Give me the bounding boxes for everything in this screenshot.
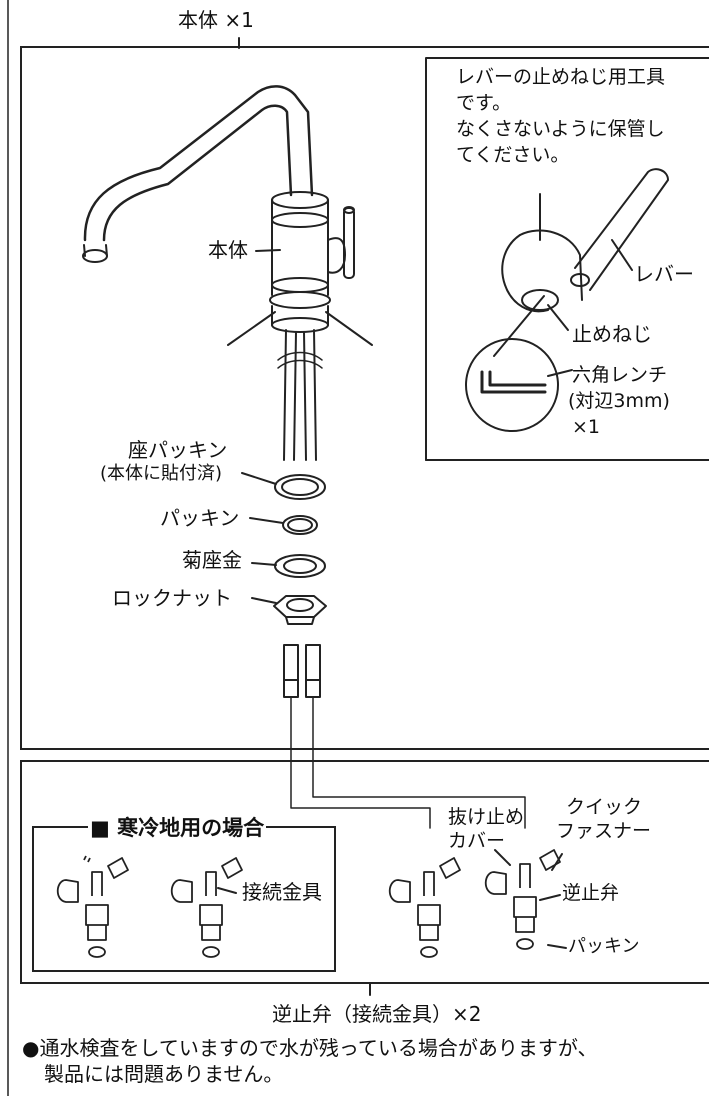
inset-wrench-1: 六角レンチ xyxy=(572,364,668,386)
label-seat-packing: 座パッキン xyxy=(128,438,228,462)
valve-check-valve: 逆止弁 xyxy=(562,882,620,904)
note-line-2: 製品には問題ありません。 xyxy=(44,1062,284,1086)
inset-wrench-3: ×1 xyxy=(572,416,601,438)
valve-fastener-1: クイック xyxy=(566,796,643,818)
inset-lever: レバー xyxy=(634,262,694,286)
inset-wrench-2: (対辺3mm) xyxy=(568,390,670,412)
bottom-label: 逆止弁（接続金具）×2 xyxy=(272,1002,482,1026)
note-line-1: ●通水検査をしていますので水が残っている場合がありますが、 xyxy=(22,1036,598,1060)
valve-cover-2: カバー xyxy=(448,830,506,852)
top-label: 本体 ×1 xyxy=(178,8,254,32)
label-body: 本体 xyxy=(208,238,248,262)
label-packing: パッキン xyxy=(160,506,240,530)
valve-packing: パッキン xyxy=(568,936,640,957)
inset-line-3: なくさないように保管し xyxy=(456,118,665,140)
inset-line-1: レバーの止めねじ用工具 xyxy=(456,66,666,88)
valve-fastener-2: ファスナー xyxy=(556,820,652,842)
cold-fitting-label: 接続金具 xyxy=(242,880,322,904)
inset-line-2: です。 xyxy=(456,92,512,114)
label-washer: 菊座金 xyxy=(182,548,242,572)
valve-parts-frame xyxy=(20,760,709,984)
cold-region-title: ■ 寒冷地用の場合 xyxy=(90,816,265,840)
label-seat-packing-note: (本体に貼付済) xyxy=(100,463,223,484)
label-locknut: ロックナット xyxy=(112,586,232,610)
main-parts-frame xyxy=(20,46,709,750)
inset-set-screw: 止めねじ xyxy=(572,322,652,346)
inset-line-4: てください。 xyxy=(456,144,570,166)
cold-title-wrap: ■ 寒冷地用の場合 xyxy=(88,816,267,842)
valve-cover-1: 抜け止め xyxy=(448,806,525,828)
